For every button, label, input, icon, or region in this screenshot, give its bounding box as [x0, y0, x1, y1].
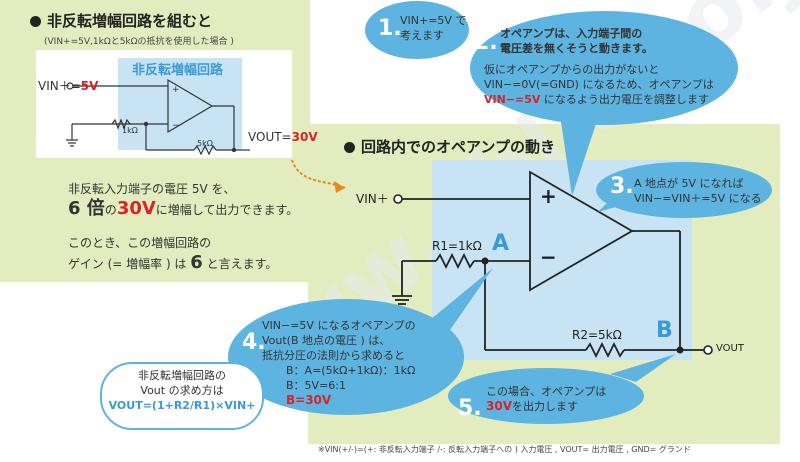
bubble5-number: 5.: [458, 396, 482, 421]
small-circuit-title: 非反転増幅回路: [132, 63, 224, 78]
main-vout-label: VOUT: [716, 343, 744, 354]
bubble1-text: VIN+=5V で考えます: [400, 14, 467, 42]
small-vout-label: VOUT=30V: [248, 130, 318, 144]
plus-terminal-label: +: [540, 184, 557, 208]
bubble2-heading: オペアンプは、入力端子間の電圧差を無くそうと動きます。: [500, 27, 653, 55]
small-vin-label: VIN＋=5V: [38, 79, 99, 93]
bullet-icon: [344, 142, 355, 153]
intro-line3: このとき、この増幅回路の: [68, 236, 212, 250]
intro-line4: ゲイン (= 増幅率 ) は 6 と言えます。: [68, 252, 278, 273]
formula-box: [100, 362, 264, 430]
node-a-label: A: [492, 231, 510, 256]
bubble5-text: この場合、オペアンプは 30Vを出力します: [486, 385, 607, 413]
small-minus: −: [172, 121, 180, 131]
small-r1-label: 1kΩ: [122, 126, 138, 135]
bubble3-number: 3.: [610, 174, 634, 199]
main-vin-label: VIN＋: [356, 192, 389, 206]
bubble1-number: 1.: [378, 16, 402, 41]
bullet-icon: [30, 16, 41, 27]
node-b-label: B: [656, 318, 673, 343]
intro-line1: 非反転入力端子の電圧 5V を、: [68, 182, 236, 196]
main-r1-label: R1=1kΩ: [432, 239, 482, 253]
section1-subtitle: (VIN+=5V,1kΩと5kΩの抵抗を使用した場合 ): [44, 37, 234, 47]
section1-title: 非反転増幅回路を組むと: [30, 10, 212, 31]
formula-text: 非反転増幅回路の Vout の求め方は VOUT=(1+R2/R1)×VIN+: [108, 369, 256, 412]
minus-terminal-label: −: [540, 245, 557, 269]
bubble4-number: 4.: [242, 330, 266, 355]
small-plus: +: [172, 85, 180, 95]
section2-title: 回路内でのオペアンプの動き: [344, 136, 555, 157]
footnote: ※VIN(+/-)=(+: 非反転入力端子 /-: 反転入力端子への ) 入力電…: [318, 445, 691, 454]
bubble4-text: VIN−=5V になるオペアンプの Vout(B 地点の電圧 ) は、 抵抗分圧…: [262, 319, 416, 407]
bubble2-body: 仮にオペアンプからの出力がないと VIN−=0V(=GND) になるため、オペア…: [484, 63, 714, 106]
bubble2-number: 2.: [474, 30, 498, 55]
intro-line2: 6 倍の30Vに増幅して出力できます。: [68, 198, 299, 219]
main-r2-label: R2=5kΩ: [572, 328, 622, 342]
small-r2-label: 5kΩ: [197, 139, 213, 148]
small-circuit-highlight: [118, 58, 242, 150]
